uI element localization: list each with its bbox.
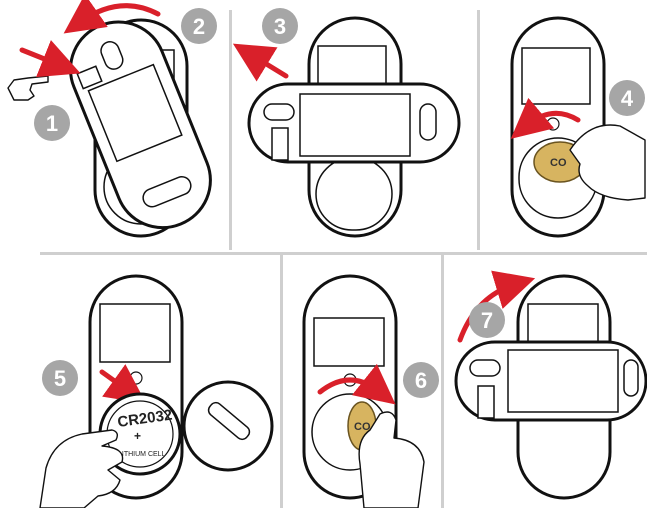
cover-latch (477, 385, 495, 419)
svg-text:5: 5 (54, 366, 66, 391)
cover-latch (76, 65, 103, 90)
panel-step-5: CR2032 + LITHIUM CELL 5 (39, 274, 274, 508)
svg-text:7: 7 (481, 308, 493, 333)
cover-screen (299, 93, 411, 157)
cover-slot-right (623, 359, 639, 397)
svg-text:3: 3 (274, 14, 286, 39)
divider-horizontal (40, 252, 647, 255)
divider-bottom-2 (441, 255, 444, 508)
step-badge-7: 7 (469, 302, 505, 338)
step-badge-4: 4 (609, 80, 645, 116)
twist-arrow (510, 97, 581, 139)
coin-tool-label: CO (550, 157, 567, 169)
cover-slot-right (419, 103, 437, 141)
divider-top-2 (477, 10, 480, 250)
divider-bottom-1 (280, 255, 283, 508)
panel-step-7: 7 (454, 270, 647, 500)
rotate-arrow (63, 0, 161, 34)
battery-polarity-label: + (134, 429, 141, 443)
press-arrow (19, 40, 81, 78)
panel-step-6: CO 6 (302, 274, 439, 508)
slide-arrow (232, 43, 289, 82)
cover-screen (507, 349, 619, 413)
panel-step-4: CO 4 (510, 16, 646, 238)
panel-step-3: 3 (232, 8, 461, 238)
hand-icon (39, 429, 124, 508)
step-badge-2: 2 (181, 8, 217, 44)
hand-icon (358, 411, 425, 508)
cover-slot-top (100, 41, 124, 70)
hand-icon (569, 124, 646, 201)
step-badge-5: 5 (42, 360, 78, 396)
step-badge-3: 3 (262, 8, 298, 44)
svg-text:4: 4 (621, 86, 634, 111)
battery-compartment (315, 157, 393, 231)
device-screen-area (527, 303, 599, 343)
cover-slot-left (263, 103, 295, 121)
svg-text:6: 6 (415, 368, 427, 393)
pointing-hand-icon (7, 75, 49, 101)
cover-screen (87, 63, 183, 163)
cover-slot-bottom (142, 176, 192, 208)
twist-arrow (317, 363, 396, 405)
device-screen-area (521, 47, 591, 105)
cover-slot (207, 401, 251, 441)
step-badge-1: 1 (34, 105, 70, 141)
coin-tool-label: CO (354, 421, 371, 433)
cover-latch (271, 127, 289, 161)
svg-text:1: 1 (46, 111, 58, 136)
step-badge-6: 6 (403, 362, 439, 398)
device-screen-area (313, 317, 385, 367)
device-screen-area (99, 303, 171, 363)
divider-top-1 (229, 10, 232, 250)
insert-arrow (99, 364, 147, 404)
cover-slot-left (469, 359, 501, 377)
battery-type-label: LITHIUM CELL (118, 451, 166, 458)
panel-step-1-2: 1 2 (7, 0, 217, 238)
svg-text:2: 2 (193, 14, 205, 39)
